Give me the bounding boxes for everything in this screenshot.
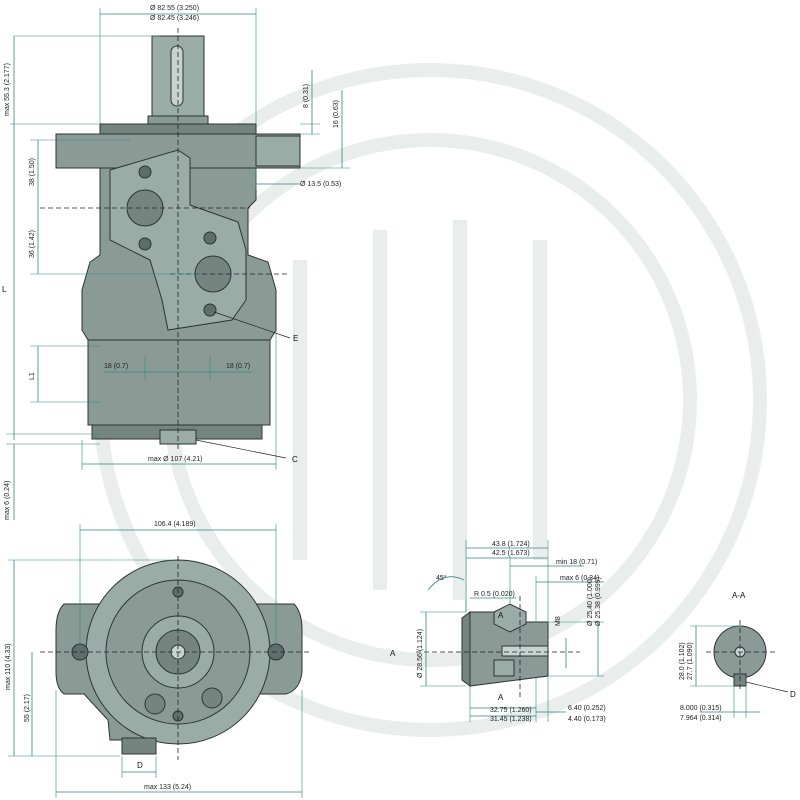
dim-max-6-shaft: max 6 (0.24) — [560, 575, 599, 582]
dim-38: 38 (1.50) — [29, 158, 36, 186]
thread-bore — [501, 645, 549, 657]
dim-max-107: max Ø 107 (4.21) — [148, 456, 202, 463]
label-d-front: D — [137, 761, 143, 770]
motor-front-view — [40, 556, 310, 760]
section-a-a: A-A 28.0 (1.102) 27.7 (1.090) 8.000 (0.3… — [679, 591, 796, 722]
dim-L: L — [2, 285, 7, 294]
dim-min-18: min 18 (0.71) — [556, 559, 597, 566]
side-view-dimensions: Ø 82.55 (3.250) Ø 82.45 (3.246) max 55.3… — [2, 5, 350, 520]
dim-m8: M8 — [555, 616, 562, 626]
motor-side-view — [40, 28, 301, 450]
dim-106-4: 106.4 (4.189) — [154, 521, 196, 528]
shaft-keyway — [170, 45, 184, 107]
label-a-bottom: A — [498, 693, 504, 702]
dim-shaft-length: max 55.3 (2.177) — [4, 63, 11, 116]
dim-28-0: 28.0 (1.102) — [679, 642, 686, 680]
leader-e — [213, 311, 291, 339]
dim-shaft-dia: Ø 82.55 (3.250) — [150, 5, 199, 12]
lower-housing — [87, 339, 271, 426]
label-a-side: A — [390, 649, 396, 658]
dim-max-110: max 110 (4.33) — [5, 643, 12, 690]
dim-28-56: Ø 28.56 (1.124) — [417, 629, 424, 678]
dim-42-5: 42.5 (1.673) — [492, 550, 530, 557]
key-d — [121, 737, 157, 755]
dim-18-right: 18 (0.7) — [226, 363, 250, 370]
shaft-chamfer — [461, 611, 471, 687]
dim-8-000: 8.000 (0.315) — [680, 705, 722, 712]
dim-shaft-dia-2: Ø 82.45 (3.246) — [150, 15, 199, 22]
dim-chamfer: R 0.5 (0.020) — [474, 591, 515, 598]
port-front-b — [201, 687, 223, 709]
leader-c — [195, 439, 287, 459]
dim-L1: L1 — [29, 372, 36, 380]
label-a-top: A — [498, 611, 504, 620]
port-bolt-2 — [138, 237, 152, 251]
angle-arc — [427, 576, 465, 591]
dim-flange-16: 16 (0.63) — [333, 100, 340, 128]
label-c: C — [292, 455, 298, 464]
dim-18-left: 18 (0.7) — [104, 363, 128, 370]
dim-flange-8: 8 (0.31) — [303, 84, 310, 108]
leader-d — [745, 681, 789, 693]
dim-4-40: 4.40 (0.173) — [568, 716, 606, 723]
dim-max-6: max 6 (0.24) — [4, 481, 11, 520]
dim-55: 55 (2.17) — [24, 694, 31, 722]
shaft-detail-dimensions: A 43.8 (1.724) 42.5 (1.673) min 18 (0.71… — [390, 540, 606, 723]
dim-31-45: 31.45 (1.238) — [490, 716, 532, 723]
label-d-section: D — [790, 690, 796, 699]
port-front-a — [144, 693, 166, 715]
dim-hole-135: Ø 13.5 (0.53) — [300, 181, 341, 188]
dim-25-40: Ø 25.40 (1.000) — [587, 577, 594, 626]
dim-36: 36 (1.42) — [29, 230, 36, 258]
drain-port-e — [203, 303, 217, 317]
dim-43-8: 43.8 (1.724) — [492, 541, 530, 548]
shaft-detail — [416, 596, 580, 700]
dim-32-75: 32.75 (1.260) — [490, 707, 532, 714]
label-e: E — [293, 334, 298, 343]
thread-window — [493, 659, 515, 677]
dim-27-7: 27.7 (1.090) — [687, 642, 694, 680]
port-bolt-3 — [203, 231, 217, 245]
dim-7-964: 7.964 (0.314) — [680, 715, 722, 722]
dim-6-40: 6.40 (0.252) — [568, 705, 606, 712]
dim-25-38: Ø 25.38 (0.999) — [595, 577, 602, 626]
front-view-dimensions: 106.4 (4.189) max 110 (4.33) 55 (2.17) m… — [5, 521, 303, 798]
section-title: A-A — [732, 591, 746, 600]
port-bolt-1 — [138, 165, 152, 179]
flange-boss — [255, 135, 301, 167]
dim-angle-45: 45° — [436, 574, 447, 582]
dim-max-133: max 133 (5.24) — [144, 784, 191, 791]
